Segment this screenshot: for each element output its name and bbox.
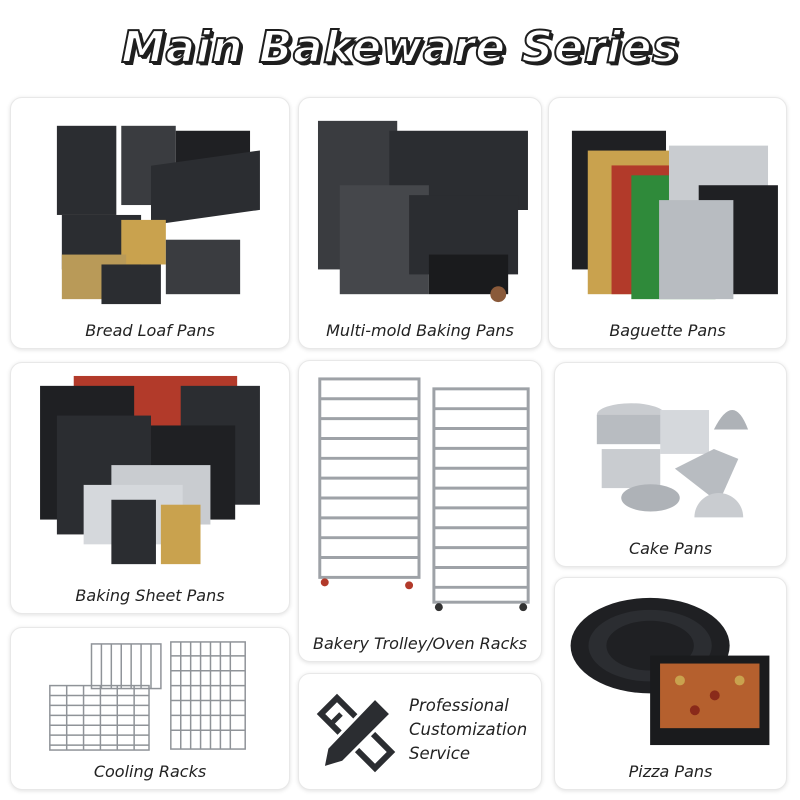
product-label: Pizza Pans (628, 762, 713, 781)
product-card-cooling-racks[interactable]: Cooling Racks (10, 627, 290, 790)
customization-line: Customization (409, 720, 528, 739)
product-label: Bakery Trolley/Oven Racks (313, 634, 527, 653)
cooling-racks-image (11, 636, 289, 755)
multi-mold-baking-pans-image (299, 106, 541, 314)
customization-line: Service (409, 744, 470, 763)
bakery-trolley-oven-racks-image (299, 369, 541, 627)
bread-loaf-pans-image (11, 106, 289, 314)
baking-sheet-pans-image (11, 371, 289, 579)
customization-service-text: Professional Customization Service (409, 694, 527, 766)
product-label: Bread Loaf Pans (85, 321, 215, 340)
pizza-pans-image (555, 586, 786, 755)
product-label: Cooling Racks (93, 762, 207, 781)
product-card-baguette-pans[interactable]: Baguette Pans (548, 97, 787, 349)
cake-pans-image (555, 371, 786, 532)
product-label: Multi-mold Baking Pans (326, 321, 514, 340)
page-title: Main Bakeware Series (120, 21, 679, 74)
product-card-bakery-trolley-oven-racks[interactable]: Bakery Trolley/Oven Racks (298, 360, 542, 662)
product-label: Baking Sheet Pans (75, 586, 225, 605)
product-card-pizza-pans[interactable]: Pizza Pans (554, 577, 787, 790)
product-card-multi-mold-baking-pans[interactable]: Multi-mold Baking Pans (298, 97, 542, 349)
customization-service-card[interactable]: Professional Customization Service (298, 673, 542, 790)
product-label: Cake Pans (628, 539, 713, 558)
pencil-ruler-icon (315, 692, 397, 774)
product-card-bread-loaf-pans[interactable]: Bread Loaf Pans (10, 97, 290, 349)
product-card-cake-pans[interactable]: Cake Pans (554, 362, 787, 567)
product-card-baking-sheet-pans[interactable]: Baking Sheet Pans (10, 362, 290, 614)
baguette-pans-image (549, 106, 786, 314)
customization-line: Professional (409, 696, 509, 715)
product-label: Baguette Pans (609, 321, 726, 340)
